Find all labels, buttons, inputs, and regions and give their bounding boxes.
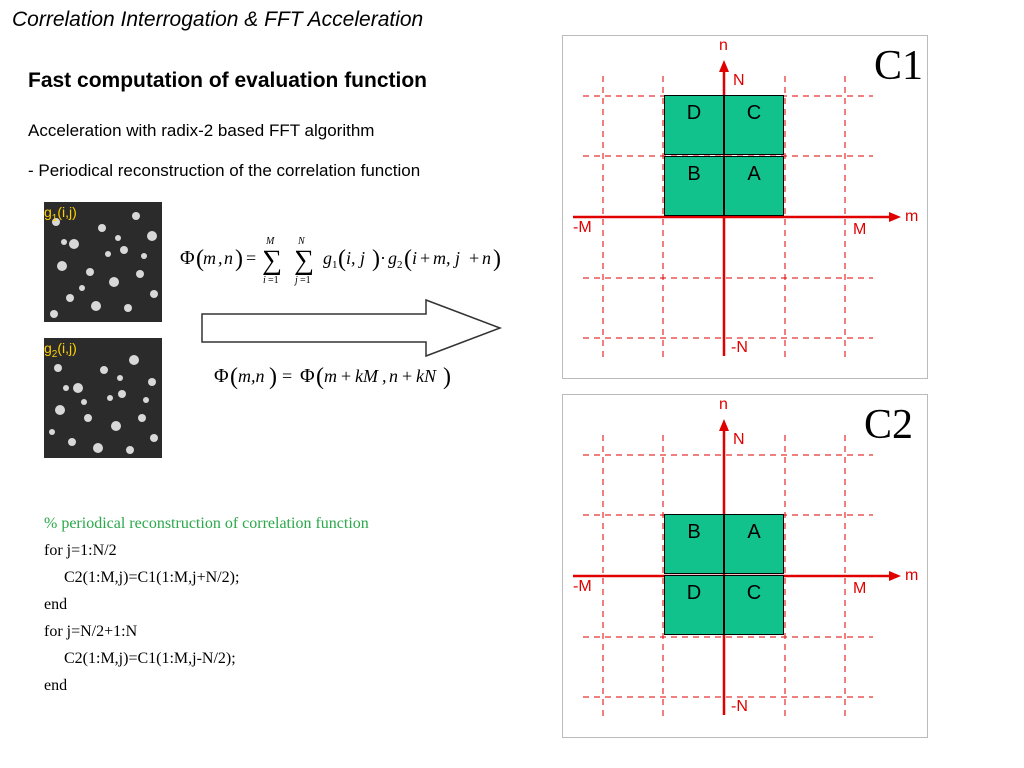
- svg-text:m,n: m,n: [238, 366, 265, 386]
- axis-label-n: n: [719, 37, 728, 54]
- quadrant-top-right: C: [724, 95, 784, 155]
- svg-text:n: n: [224, 248, 233, 268]
- panel-c2: B A D C n N m M -M -N C2: [562, 394, 928, 738]
- svg-text:=: =: [246, 248, 256, 268]
- code-line: for j=1:N/2: [44, 542, 117, 559]
- svg-text:n: n: [482, 248, 491, 268]
- svg-text:i: i: [412, 248, 417, 268]
- code-line: C2(1:M,j)=C1(1:M,j+N/2);: [64, 569, 240, 586]
- axis-label-M: M: [853, 221, 867, 238]
- axis-label-n: n: [719, 396, 728, 413]
- quadrant-bottom-right: C: [724, 575, 784, 635]
- svg-text:∑: ∑: [262, 245, 282, 276]
- svg-text:+: +: [341, 366, 351, 386]
- code-line: end: [44, 596, 68, 613]
- svg-text:Φ: Φ: [180, 247, 195, 269]
- svg-text:M: M: [265, 236, 275, 247]
- svg-text:g: g: [323, 248, 332, 268]
- svg-text:): ): [235, 246, 243, 272]
- slide-title: Correlation Interrogation & FFT Accelera…: [12, 8, 424, 31]
- code-comment: % periodical reconstruction of correlati…: [44, 515, 369, 532]
- svg-text:(: (: [196, 246, 204, 272]
- svg-text:): ): [443, 364, 451, 390]
- svg-text:+: +: [469, 248, 479, 268]
- axis-label-neg-M: -M: [573, 219, 592, 236]
- periodic-equation-graphic: Φ ( m,n ) = Φ ( m + kM , n + kN ): [214, 364, 451, 390]
- svg-text:,: ,: [218, 248, 223, 268]
- right-arrow-icon: [201, 298, 503, 358]
- bullet-periodic: - Periodical reconstruction of the corre…: [28, 161, 421, 180]
- periodic-equation: Φ ( m,n ) = Φ ( m + kM , n + kN ): [214, 360, 474, 394]
- quadrant-bottom-left: B: [664, 156, 724, 216]
- svg-text:2: 2: [397, 259, 403, 271]
- quadrant-top-left: D: [664, 95, 724, 155]
- quadrant-bottom-left: D: [664, 575, 724, 635]
- svg-text:1: 1: [332, 259, 338, 271]
- quadrant-top-left: B: [664, 514, 724, 574]
- svg-text:i: i: [263, 275, 266, 286]
- panel-c1: D C B A n N m M -M -N C1: [562, 35, 928, 379]
- svg-text:Φ: Φ: [214, 365, 229, 387]
- quadrant-bottom-right: A: [724, 156, 784, 216]
- code-line: C2(1:M,j)=C1(1:M,j-N/2);: [64, 650, 236, 667]
- svg-text:m: m: [203, 248, 216, 268]
- svg-text:(: (: [404, 246, 412, 272]
- image-label-g2: g2(i,j): [44, 340, 77, 360]
- axis-label-N: N: [733, 72, 745, 89]
- svg-text:(: (: [230, 364, 238, 390]
- svg-text:=: =: [282, 366, 292, 386]
- svg-text:): ): [269, 364, 277, 390]
- svg-text:i, j: i, j: [346, 248, 365, 268]
- svg-text:=1: =1: [300, 275, 311, 286]
- axis-label-m: m: [905, 567, 919, 584]
- panel-label: C1: [874, 43, 924, 89]
- code-block: % periodical reconstruction of correlati…: [44, 510, 369, 699]
- bullet-fft: Acceleration with radix-2 based FFT algo…: [28, 121, 375, 140]
- section-heading: Fast computation of evaluation function: [28, 69, 427, 92]
- axis-label-neg-M: -M: [573, 578, 592, 595]
- svg-text:m, j: m, j: [433, 248, 460, 268]
- particle-image-g2: g2(i,j): [44, 338, 162, 458]
- svg-text:,: ,: [382, 366, 387, 386]
- svg-text:∑: ∑: [294, 245, 314, 276]
- svg-text:·: ·: [380, 248, 386, 268]
- svg-text:n: n: [389, 366, 398, 386]
- svg-text:): ): [493, 246, 501, 272]
- svg-text:Φ: Φ: [300, 365, 315, 387]
- svg-text:(: (: [338, 246, 346, 272]
- svg-text:): ): [372, 246, 380, 272]
- code-line: end: [44, 677, 68, 694]
- axis-label-neg-N: -N: [731, 698, 748, 715]
- svg-text:=1: =1: [268, 275, 279, 286]
- axis-label-m: m: [905, 208, 919, 225]
- svg-text:N: N: [297, 236, 306, 247]
- correlation-equation: Φ ( m , n ) = M ∑ i =1 N ∑ j =1 g 1 ( i,…: [180, 236, 520, 292]
- quadrant-top-right: A: [724, 514, 784, 574]
- code-line: for j=N/2+1:N: [44, 623, 138, 640]
- axis-label-M: M: [853, 580, 867, 597]
- svg-text:+: +: [402, 366, 412, 386]
- svg-text:kN: kN: [416, 366, 437, 386]
- axis-label-N: N: [733, 431, 745, 448]
- particle-dots: [50, 212, 158, 318]
- image-label-g1: g1(i,j): [44, 204, 77, 224]
- svg-text:j: j: [293, 275, 298, 286]
- correlation-equation-graphic: Φ ( m , n ) = M ∑ i =1 N ∑ j =1 g 1 ( i,…: [180, 236, 501, 286]
- particle-image-g1: g1(i,j): [44, 202, 162, 322]
- svg-text:+: +: [420, 248, 430, 268]
- panel-label: C2: [864, 402, 914, 448]
- particle-dots: [49, 355, 158, 454]
- svg-text:(: (: [316, 364, 324, 390]
- axis-label-neg-N: -N: [731, 339, 748, 356]
- svg-text:g: g: [388, 248, 397, 268]
- svg-text:kM: kM: [355, 366, 379, 386]
- svg-text:m: m: [324, 366, 337, 386]
